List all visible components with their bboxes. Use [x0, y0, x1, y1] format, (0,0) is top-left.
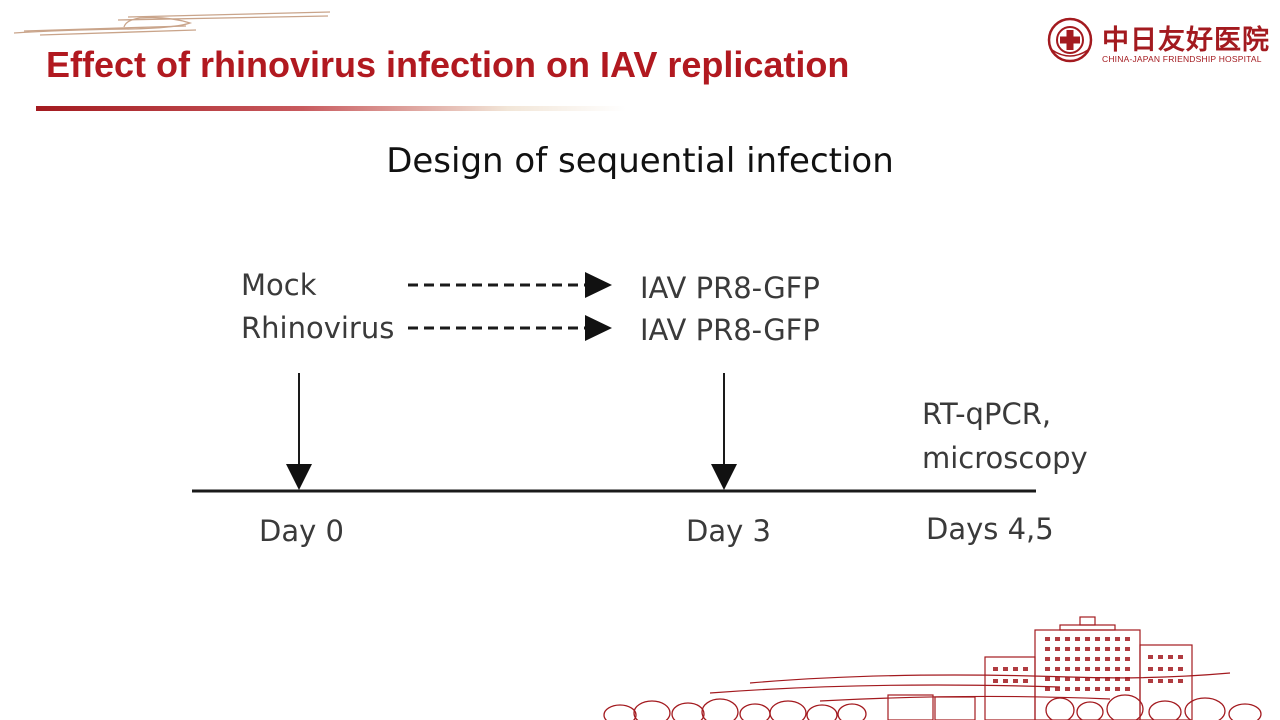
timeline-day3: Day 3	[686, 514, 771, 548]
group-label-rhinovirus: Rhinovirus	[241, 311, 394, 345]
target-label-mock: IAV PR8-GFP	[640, 271, 820, 305]
hospital-name-en: CHINA-JAPAN FRIENDSHIP HOSPITAL	[1102, 54, 1262, 64]
decorative-lines	[13, 11, 331, 36]
readout-line-2: microscopy	[922, 441, 1088, 475]
hospital-emblem-icon	[1047, 17, 1093, 63]
dashed-arrow-mock	[408, 272, 612, 298]
hospital-logo: 中日友好医院 CHINA-JAPAN FRIENDSHIP HOSPITAL	[1046, 16, 1269, 66]
dashed-arrow-rhinovirus	[408, 315, 612, 341]
diagram-heading: Design of sequential infection	[0, 140, 1280, 188]
title-underline	[36, 106, 626, 111]
timeline-days45: Days 4,5	[926, 512, 1054, 546]
timeline-day0: Day 0	[259, 514, 344, 548]
hospital-name-cn: 中日友好医院	[1102, 25, 1270, 56]
group-label-mock: Mock	[241, 268, 317, 302]
hospital-skyline-decoration	[603, 616, 1262, 720]
page-title: Effect of rhinovirus infection on IAV re…	[46, 44, 850, 85]
readout-line-1: RT-qPCR,	[922, 397, 1051, 431]
arrow-day3	[711, 373, 737, 490]
target-label-rhinovirus: IAV PR8-GFP	[640, 313, 820, 347]
arrow-day0	[286, 373, 312, 490]
diagram-heading-text: Design of sequential infection	[386, 141, 894, 181]
